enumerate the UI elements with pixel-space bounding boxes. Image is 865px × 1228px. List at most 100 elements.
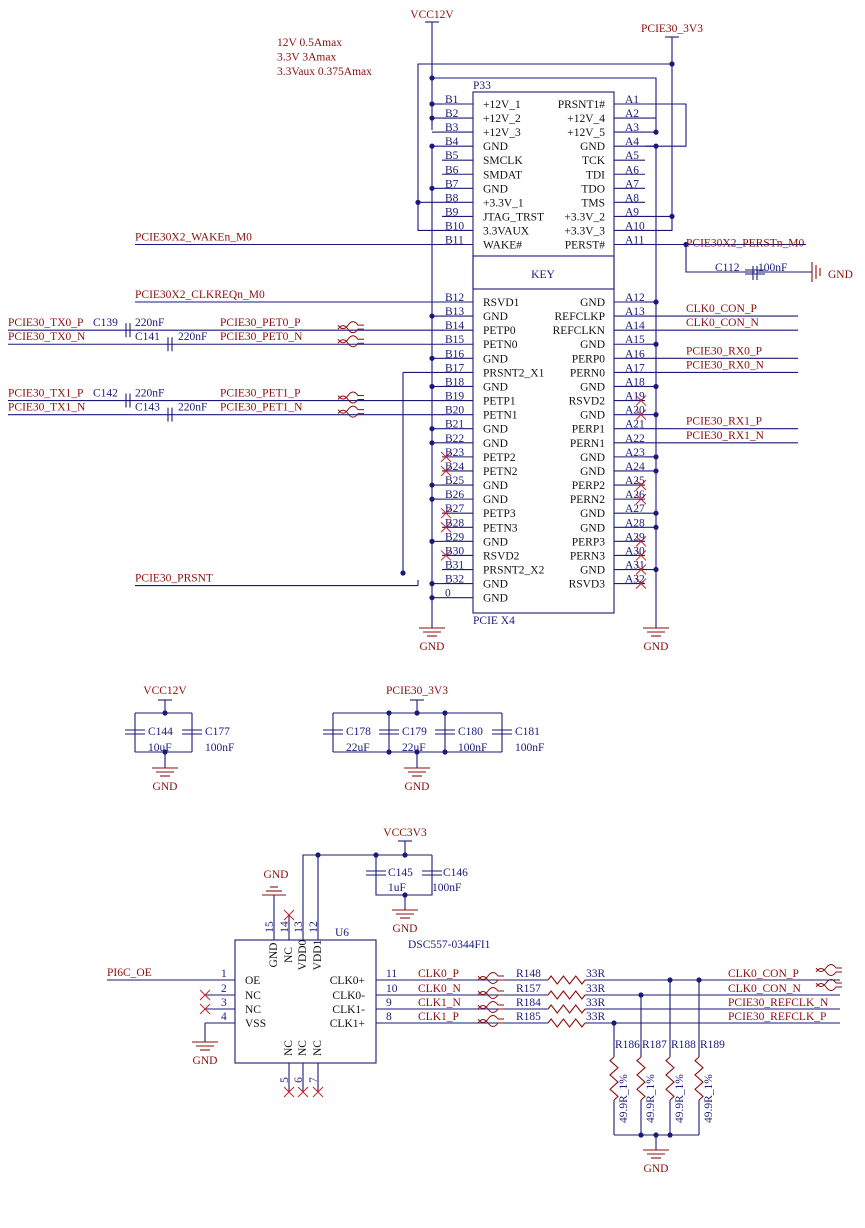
osc-pin-num: 1 [221,968,227,980]
pin-number-right: A31 [625,560,645,572]
pin-number-right: A2 [625,108,639,120]
pin-name-right: PRSNT1# [558,99,606,111]
no-connect-mark [312,1086,324,1098]
pin-name-right: +12V_4 [567,113,605,125]
osc-pin-num: 3 [221,997,227,1009]
pin-number-right: A7 [625,178,639,190]
pin-number-left: B13 [445,306,464,318]
junction-dot [162,710,168,716]
junction-dot [653,383,659,390]
pin-name-left: GND [483,183,508,195]
pin-number-left: B5 [445,150,459,162]
osc-pin-name-top: VDD1 [312,939,324,970]
diff-pair-marker [815,964,842,972]
net-tx-out: PCIE30_PET0_N [220,331,303,343]
osc-pin-num: 2 [221,983,227,995]
term-res-ref: R187 [642,1039,667,1051]
pin-name-left: GND [483,424,508,436]
tx-cap-ref: C139 [93,317,118,329]
osc-pin-num: 15 [264,921,276,933]
osc-pin-name: CLK0+ [330,975,365,987]
pin-number-left: B4 [445,136,459,148]
pin-number-left: B26 [445,489,464,501]
gnd-label: GND [420,641,445,653]
pin-name-right: GND [580,410,605,422]
c181-value: 100nF [515,742,544,754]
c112-value: 100nF [758,262,787,274]
pin-number-right: A23 [625,447,645,459]
osc-pin-name: CLK1+ [330,1018,365,1030]
net-clock: CLK0_N [418,983,462,995]
osc-part: DSC557-0344FI1 [408,939,491,951]
osc-pin-num: 8 [386,1011,392,1023]
osc-pin-name-top: GND [268,943,280,968]
net-tx-out: PCIE30_PET1_P [220,388,301,400]
gnd-label: GND [828,269,853,281]
pin-number-right: A26 [625,489,645,501]
pin-number-left: B9 [445,206,459,218]
series-res-value: 33R [586,968,606,980]
pin-number-right: A1 [625,94,639,106]
net-right: CLK0_CON_N [686,317,760,329]
tx-cap-ref: C141 [135,331,160,343]
pin-number-left: B15 [445,334,464,346]
junction-dot [429,581,435,587]
gnd-label: GND [405,781,430,793]
term-res-ref: R188 [671,1039,696,1051]
pin-number-left: B21 [445,419,464,431]
vcc12v-label: VCC12V [410,9,454,21]
diff-pair-marker [337,325,364,334]
gnd-label: GND [193,1055,218,1067]
osc-pin-name: NC [245,990,261,1002]
net-perst: PCIE30X2_PERSTn_M0 [686,238,804,250]
net-wake: PCIE30X2_WAKEn_M0 [135,232,252,244]
junction-dot [442,710,448,716]
c145-value: 1uF [388,882,406,894]
pin-number-right: A12 [625,292,645,304]
diff-pair-marker [337,335,364,344]
osc-pin-name-bottom: NC [283,1040,295,1056]
pin-number-left: B18 [445,376,464,388]
series-resistor [547,975,586,985]
pin-name-left: SMCLK [483,155,523,167]
term-resistor [694,1056,704,1101]
osc-pin-num: 12 [308,921,320,933]
pin-name-right: GND [580,508,605,520]
junction-dot [315,852,321,858]
diff-pair-marker [477,976,504,984]
vcc3v3-label: VCC3V3 [383,827,427,839]
junction-dot [429,101,435,107]
pin-number-right: A5 [625,150,639,162]
osc-pin-num: 4 [221,1011,227,1023]
pin-name-left: PRSNT2_X2 [483,565,545,577]
pin-name-right: REFCLKN [553,325,606,337]
junction-dot [429,496,435,502]
series-res-ref: R185 [516,1011,541,1023]
c146-ref: C146 [443,867,468,879]
no-connect-mark [635,395,647,406]
osc-pin-name: NC [245,1004,261,1016]
no-connect-mark [635,536,647,547]
pin-name-right: GND [580,452,605,464]
pin-number-left: B17 [445,362,464,374]
pin-name-right: PERP1 [572,424,605,436]
pin-number-right: A25 [625,475,645,487]
no-connect-mark [440,550,452,561]
net-right: PCIE30_RX1_P [686,416,762,428]
pin-name-right: +3.3V_2 [564,211,605,223]
diff-pair-marker [477,1019,504,1027]
junction-dot [442,749,448,755]
pin-number-left: B12 [445,292,464,304]
pin-name-right: TDI [586,169,605,181]
pin-name-left: GND [483,381,508,393]
power-note: 3.3Vaux 0.375Amax [277,66,372,78]
junction-dot [429,115,435,121]
pin-name-left: GND [483,593,508,605]
c180-value: 100nF [458,742,487,754]
c181-ref: C181 [515,726,540,738]
pin-number-right: A19 [625,391,645,403]
junction-dot [653,566,659,573]
pin-name-right: PERN2 [570,494,605,506]
diff-pair-marker [477,1015,504,1023]
